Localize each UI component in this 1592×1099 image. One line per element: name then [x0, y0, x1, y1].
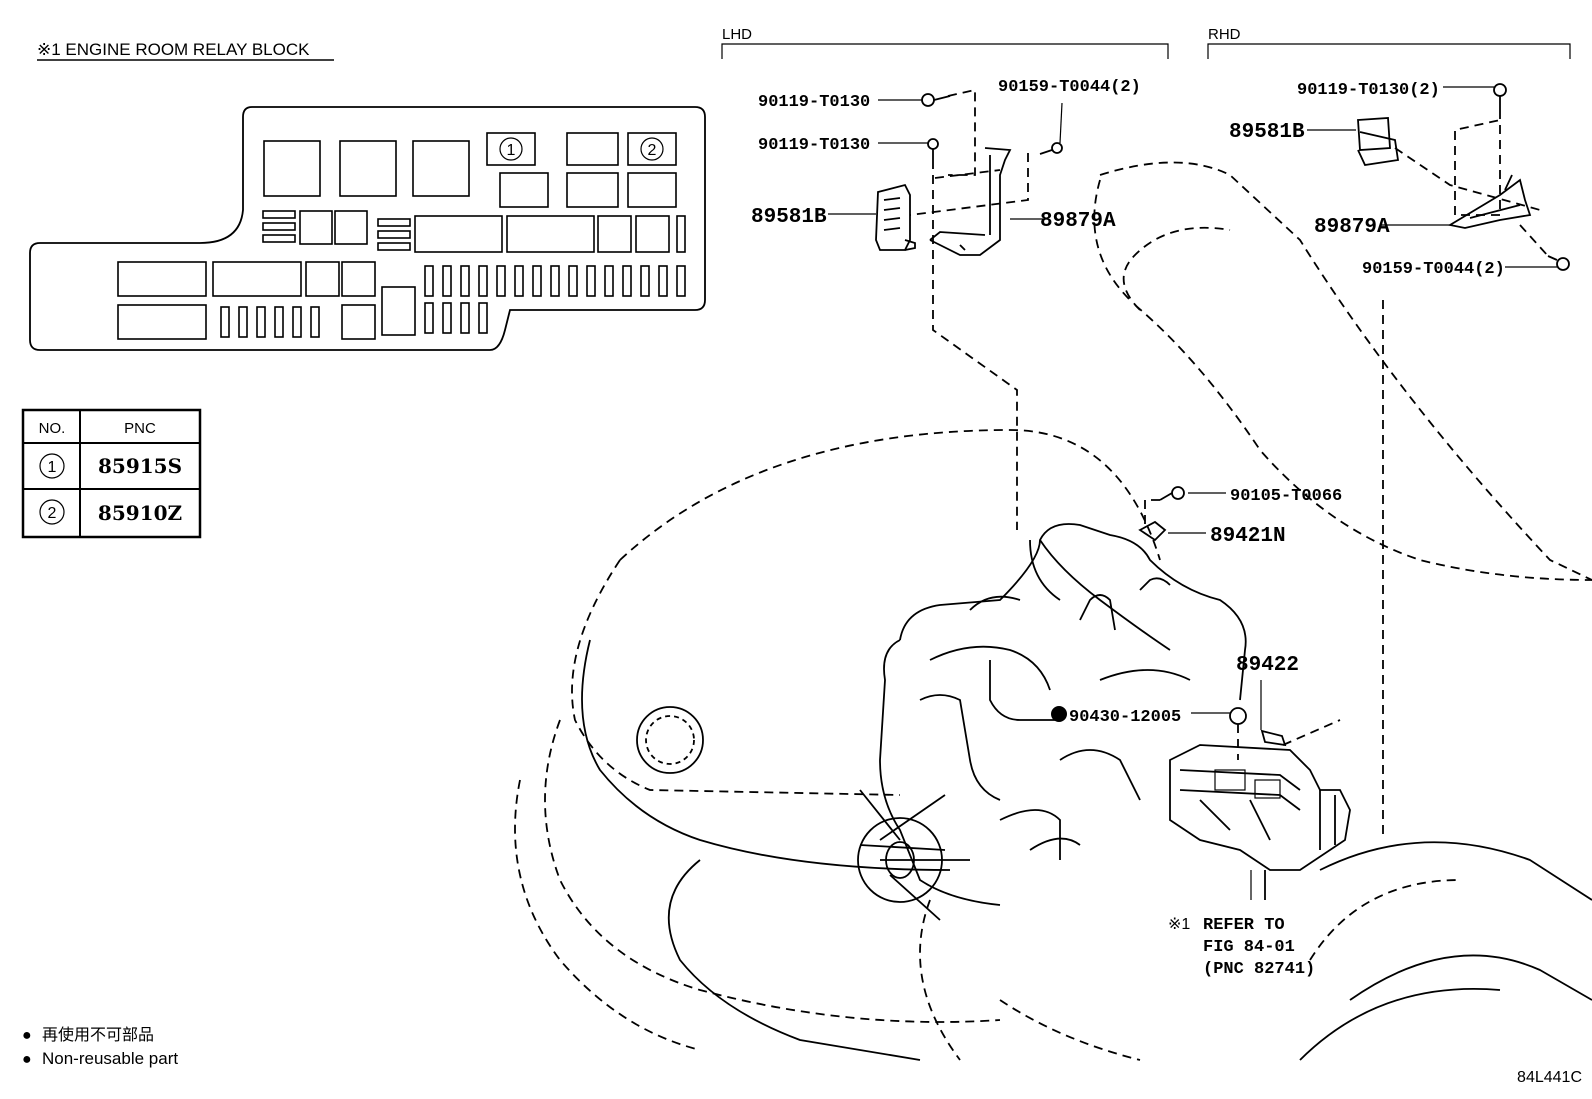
engine-leader-dashes — [1144, 499, 1341, 760]
relay-block-heading: ※1 ENGINE ROOM RELAY BLOCK — [37, 40, 310, 59]
callout-leaders — [828, 86, 1557, 900]
legend-text-1: 再使用不可部品 — [42, 1026, 154, 1044]
callout-lhd-sensor: 89581B — [751, 206, 827, 229]
rhd-sensor-part — [1357, 117, 1400, 166]
figure-code: 84L441C — [1517, 1069, 1582, 1086]
callout-rhd-screw: 90159-T0044(2) — [1362, 260, 1505, 279]
callout-gasket: 90430-12005 — [1069, 708, 1181, 727]
legend-bullet-2: ● — [22, 1051, 32, 1068]
pnc-table-row-1-no: 1 — [48, 459, 57, 476]
refer-note-line-2: FIG 84-01 — [1203, 938, 1295, 957]
refer-note-line-3: (PNC 82741) — [1203, 960, 1315, 979]
lhd-leader-dashes — [909, 88, 1029, 530]
callout-bolt-engine: 90105-T0066 — [1230, 487, 1342, 506]
pnc-table: NO. PNC 1 85915S 2 85910Z — [21, 408, 202, 539]
legend-text-2: Non-reusable part — [42, 1049, 178, 1068]
lhd-label: LHD — [722, 26, 752, 43]
callout-lhd-screw: 90159-T0044(2) — [998, 78, 1141, 97]
marker-2-label: 2 — [648, 142, 657, 159]
relay-box-housing — [1169, 744, 1351, 900]
rhd-label: RHD — [1208, 26, 1241, 43]
engine-assembly — [857, 523, 1247, 921]
lhd-bolts — [921, 93, 1063, 160]
relay-block-diagram: 1 2 — [29, 106, 706, 351]
rhd-bracket-line — [1207, 43, 1571, 59]
pnc-table-row-1-pnc: 85915S — [98, 454, 182, 478]
fuse-slots-row-1 — [424, 265, 686, 297]
callout-rhd-bolt: 90119-T0130(2) — [1297, 81, 1440, 100]
marker-1-label: 1 — [507, 142, 516, 159]
non-reusable-dot — [1051, 706, 1067, 722]
callout-sensor-engine: 89421N — [1210, 525, 1286, 548]
marker-1-circle — [499, 137, 523, 161]
lhd-bracket-line — [721, 43, 1169, 59]
pnc-table-row-2-pnc: 85910Z — [98, 501, 182, 525]
rhd-leader-dashes — [1382, 110, 1549, 840]
pnc-table-header-no: NO. — [39, 420, 66, 437]
lhd-sensor-part — [875, 183, 916, 251]
callout-lhd-bolt-upper: 90119-T0130 — [758, 93, 870, 112]
vehicle-outline — [514, 161, 1592, 1061]
callout-lhd-bracket: 89879A — [1040, 210, 1116, 233]
callout-sensor-knock: 89422 — [1236, 654, 1299, 677]
marker-2-circle — [640, 137, 664, 161]
pnc-table-header-pnc: PNC — [124, 420, 156, 437]
rhd-bolts — [1493, 83, 1570, 271]
legend-bullet-1: ● — [22, 1027, 32, 1044]
callout-rhd-sensor: 89581B — [1229, 121, 1305, 144]
refer-note-line-1: REFER TO — [1203, 916, 1285, 935]
callout-rhd-bracket: 89879A — [1314, 216, 1390, 239]
fuse-slots-row-2 — [220, 302, 488, 338]
rhd-bracket-part — [1447, 174, 1532, 229]
refer-note-mark: ※1 — [1168, 916, 1190, 933]
lhd-bracket-part — [929, 147, 1012, 256]
callout-lhd-bolt-lower: 90119-T0130 — [758, 136, 870, 155]
pnc-table-row-2-no: 2 — [48, 505, 57, 522]
